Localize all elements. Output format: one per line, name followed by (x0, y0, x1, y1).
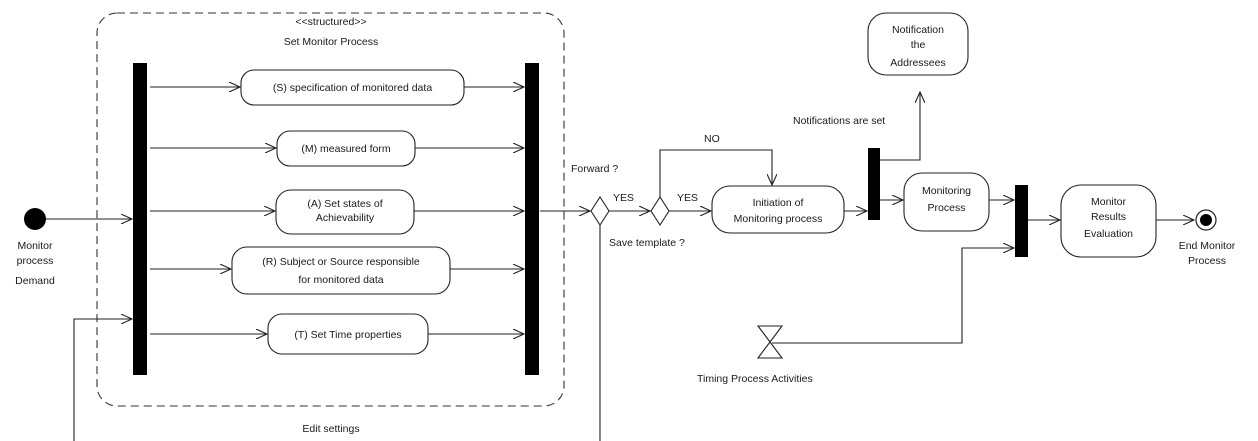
action-monitoring (903, 172, 990, 232)
start-label: Monitor process Demand (15, 240, 55, 287)
end-label: Process (1188, 255, 1226, 267)
start-label-line: process (17, 255, 54, 267)
structured-region (96, 12, 565, 407)
decision-save-template (650, 195, 670, 227)
action-monitoring-text: Monitoring (922, 185, 971, 197)
initial-node (24, 208, 46, 230)
label-yes-2: YES (677, 192, 698, 204)
action-evaluation-text: Results (1091, 211, 1126, 223)
join-bar-monitor (1015, 185, 1028, 257)
action-initiation (711, 185, 845, 234)
start-label-line: Demand (15, 275, 55, 287)
action-responsible-text: (R) Subject or Source responsible (262, 256, 420, 268)
fork-bar-left (133, 63, 147, 375)
action-spec-text: (S) specification of monitored data (273, 82, 432, 94)
label-yes-1: YES (613, 192, 634, 204)
action-notify-text: the (911, 39, 926, 51)
action-initiation-text: Monitoring process (734, 213, 823, 225)
hourglass-icon (756, 325, 784, 359)
action-notify (867, 12, 969, 76)
action-responsible (231, 246, 451, 295)
action-initiation-text: Initiation of (753, 197, 804, 209)
action-states-text: (A) Set states of (307, 198, 382, 210)
action-evaluation-text: Monitor (1091, 196, 1127, 208)
flow-edit-loop (73, 319, 132, 441)
flow-save-no (659, 149, 772, 197)
fork-bar-notify (868, 148, 880, 220)
label-timing: Timing Process Activities (697, 373, 813, 385)
action-evaluation (1060, 184, 1157, 258)
action-responsible-text: for monitored data (298, 274, 383, 286)
region-title: Set Monitor Process (284, 36, 379, 48)
end-label: End Monitor (1179, 240, 1236, 252)
flow-timing-join (772, 248, 1014, 344)
action-time-text: (T) Set Time properties (294, 329, 401, 341)
region-stereotype: <<structured>> (295, 16, 366, 28)
flow-fork-notify (880, 92, 920, 161)
final-node-inner (1200, 214, 1212, 226)
label-forward: Forward ? (571, 163, 618, 175)
action-notify-text: Addressees (890, 57, 945, 69)
action-measured-text: (M) measured form (301, 143, 391, 155)
label-save-template: Save template ? (609, 237, 685, 249)
label-notifications: Notifications are set (793, 115, 885, 127)
start-label-line: Monitor (17, 240, 53, 252)
join-bar-right (525, 63, 539, 375)
action-states-text: Achievability (316, 212, 375, 224)
region-footer: Edit settings (302, 423, 359, 435)
action-notify-text: Notification (892, 24, 944, 36)
action-evaluation-text: Evaluation (1084, 228, 1133, 240)
decision-forward (590, 195, 610, 227)
action-states (275, 189, 415, 235)
label-no: NO (704, 133, 720, 145)
action-monitoring-text: Process (928, 202, 966, 214)
